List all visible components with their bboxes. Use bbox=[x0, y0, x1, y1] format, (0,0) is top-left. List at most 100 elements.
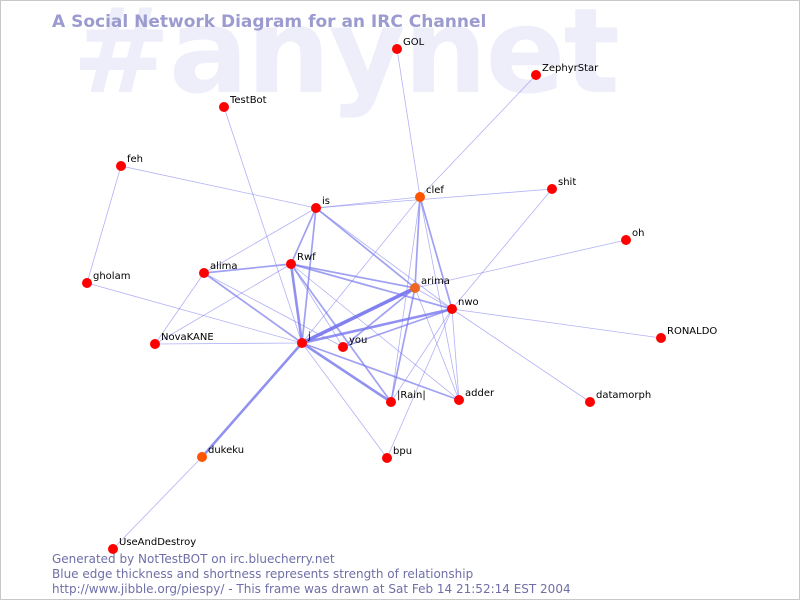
node-Rain: |Rain| bbox=[386, 390, 426, 407]
node-arima: arima bbox=[410, 276, 450, 293]
node-label-RONALDO: RONALDO bbox=[667, 326, 717, 337]
node-label-UseAndDestroy: UseAndDestroy bbox=[119, 537, 196, 548]
edge-Rwf-NovaKANE bbox=[154, 263, 292, 345]
edge-j-dukeku bbox=[200, 341, 304, 459]
edge-Rwf-alima bbox=[203, 263, 292, 274]
edge-j-Rwf bbox=[289, 262, 304, 345]
node-label-dukeku: dukeku bbox=[208, 445, 244, 456]
node-dot-j bbox=[297, 338, 307, 348]
edge-is-clef bbox=[315, 196, 421, 209]
edge-nwo-Rain bbox=[390, 308, 453, 403]
edge-is-arima bbox=[315, 207, 416, 289]
node-feh: feh bbox=[116, 154, 143, 171]
node-you: you bbox=[338, 335, 367, 352]
node-TestBot: TestBot bbox=[219, 95, 267, 112]
node-label-gholam: gholam bbox=[93, 271, 130, 282]
node-dot-Rain bbox=[386, 397, 396, 407]
node-GOL: GOL bbox=[392, 37, 425, 54]
node-dot-is bbox=[311, 203, 321, 213]
edge-Rwf-is bbox=[290, 207, 317, 265]
node-dot-GOL bbox=[392, 44, 402, 54]
edge-nwo-you bbox=[342, 308, 453, 348]
edge-j-Rain bbox=[300, 341, 393, 404]
edge-arima-Rain bbox=[390, 287, 416, 403]
node-oh: oh bbox=[621, 228, 644, 245]
node-dot-TestBot bbox=[219, 102, 229, 112]
edge-j-TestBot bbox=[223, 106, 303, 344]
edge-feh-gholam bbox=[86, 165, 122, 284]
node-shit: shit bbox=[547, 177, 576, 194]
node-dot-feh bbox=[116, 161, 126, 171]
edge-Rwf-you bbox=[290, 263, 344, 348]
node-dukeku: dukeku bbox=[197, 445, 244, 462]
edge-is-nwo bbox=[315, 207, 453, 310]
node-alima: alima bbox=[199, 261, 238, 278]
node-gholam: gholam bbox=[82, 271, 130, 288]
edge-j-alima bbox=[203, 272, 303, 344]
node-dot-datamorph bbox=[585, 397, 595, 407]
node-label-j: j bbox=[307, 331, 311, 342]
node-nwo: nwo bbox=[447, 297, 479, 314]
edge-Rwf-Rain bbox=[290, 263, 392, 403]
edge-j-bpu bbox=[301, 342, 388, 459]
node-label-arima: arima bbox=[421, 276, 450, 287]
node-label-oh: oh bbox=[632, 228, 644, 239]
edge-clef-GOL bbox=[396, 48, 421, 198]
node-dot-you bbox=[338, 342, 348, 352]
node-label-NovaKANE: NovaKANE bbox=[161, 332, 214, 343]
edge-is-feh bbox=[120, 165, 317, 209]
node-is: is bbox=[311, 196, 330, 213]
node-dot-NovaKANE bbox=[150, 339, 160, 349]
edge-j-adder bbox=[301, 342, 460, 401]
node-j: j bbox=[297, 331, 311, 348]
node-datamorph: datamorph bbox=[585, 390, 651, 407]
node-label-shit: shit bbox=[558, 177, 576, 188]
node-clef: clef bbox=[415, 185, 444, 202]
edge-Rwf-nwo bbox=[290, 263, 453, 310]
node-label-ZephyrStar: ZephyrStar bbox=[542, 63, 599, 74]
node-dot-gholam bbox=[82, 278, 92, 288]
edge-clef-Rain bbox=[390, 196, 421, 403]
footer: Generated by NotTestBOT on irc.bluecherr… bbox=[52, 552, 571, 597]
edge-is-alima bbox=[203, 207, 317, 274]
node-dot-ZephyrStar bbox=[531, 70, 541, 80]
node-label-clef: clef bbox=[426, 185, 444, 196]
node-label-nwo: nwo bbox=[458, 297, 479, 308]
edges-layer bbox=[86, 48, 662, 550]
edge-arima-nwo bbox=[414, 287, 453, 310]
node-label-datamorph: datamorph bbox=[596, 390, 651, 401]
edge-nwo-adder bbox=[451, 308, 460, 401]
node-dot-nwo bbox=[447, 304, 457, 314]
node-dot-adder bbox=[454, 395, 464, 405]
node-RONALDO: RONALDO bbox=[656, 326, 717, 343]
node-label-alima: alima bbox=[210, 261, 238, 272]
edge-arima-you bbox=[342, 287, 416, 348]
edge-j-NovaKANE bbox=[154, 342, 303, 345]
node-dot-UseAndDestroy bbox=[108, 544, 118, 554]
edge-clef-arima bbox=[414, 196, 421, 289]
edge-Rwf-arima bbox=[290, 263, 416, 289]
edge-alima-you bbox=[203, 272, 344, 348]
edge-alima-NovaKANE bbox=[154, 272, 205, 345]
node-NovaKANE: NovaKANE bbox=[150, 332, 214, 349]
node-UseAndDestroy: UseAndDestroy bbox=[108, 537, 196, 554]
diagram-title: A Social Network Diagram for an IRC Chan… bbox=[52, 12, 487, 32]
node-label-TestBot: TestBot bbox=[229, 95, 267, 106]
node-label-you: you bbox=[349, 335, 367, 346]
node-dot-alima bbox=[199, 268, 209, 278]
node-dot-shit bbox=[547, 184, 557, 194]
node-dot-oh bbox=[621, 235, 631, 245]
footer-url-timestamp: http://www.jibble.org/piespy/ - This fra… bbox=[52, 582, 571, 596]
node-dot-arima bbox=[410, 283, 420, 293]
edge-clef-nwo bbox=[419, 196, 453, 310]
node-ZephyrStar: ZephyrStar bbox=[531, 63, 599, 80]
node-bpu: bpu bbox=[382, 446, 412, 463]
edge-is-shit bbox=[315, 188, 553, 209]
node-adder: adder bbox=[454, 388, 495, 405]
edge-dukeku-UseAndDestroy bbox=[112, 456, 203, 550]
node-Rwf: Rwf bbox=[286, 252, 316, 269]
edge-nwo-datamorph bbox=[451, 308, 591, 403]
edge-nwo-shit bbox=[451, 188, 553, 310]
edge-j-is bbox=[301, 207, 317, 344]
channel-watermark: #anynet bbox=[72, 0, 620, 120]
